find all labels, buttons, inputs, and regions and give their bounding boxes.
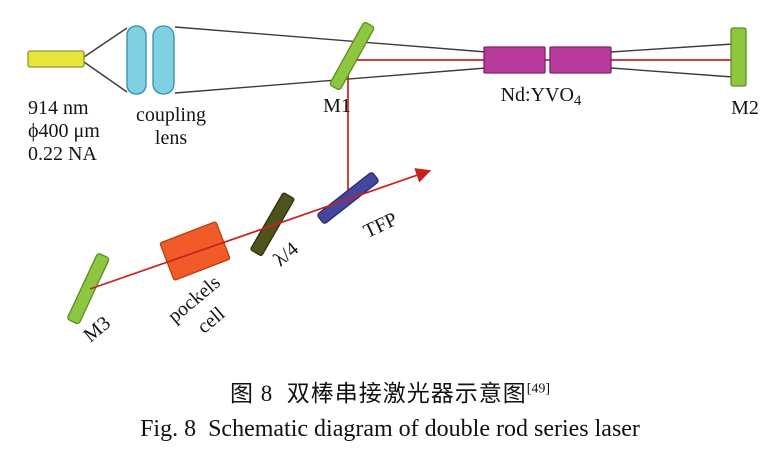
label-wavelength: 914 nm [28,97,89,119]
coupling-lens-1 [126,25,147,95]
label-coupling-lens-line2: lens [155,127,187,149]
label-m1: M1 [323,95,351,117]
output-cone-top-line [610,43,734,53]
tfp-plate [317,172,379,224]
label-tfp: TFP [360,208,401,243]
label-m2: M2 [731,97,759,119]
laser-rod-2 [549,46,612,74]
caption-chinese: 图 8 双棒串接激光器示意图[49] [0,374,780,408]
fiber-cone-bottom-line [83,61,128,93]
fiber-output [27,50,85,68]
quarter-wave-plate [250,192,295,256]
laser-rod-1 [483,46,546,74]
label-m3: M3 [79,312,114,347]
pump-cone-top-line [174,26,487,53]
caption-chinese-text: 图 8 双棒串接激光器示意图 [229,381,527,406]
label-crystal-subscript: 4 [574,93,582,109]
mirror-m1 [329,22,375,90]
caption-english: Fig. 8 Schematic diagram of double rod s… [140,416,640,442]
qswitch-beam-diagonal [89,168,432,290]
pockels-cell [159,221,231,281]
coupling-lens-2 [152,25,175,95]
caption-reference-number: [49] [526,381,551,397]
label-numerical-aperture: 0.22 NA [28,143,97,165]
laser-schematic-figure: 914 nm ϕ400 μm 0.22 NA coupling lens M1 … [27,22,759,347]
pump-cone-bottom-line [174,67,487,94]
label-coupling-lens-line1: coupling [136,104,206,126]
mirror-m2 [730,27,747,87]
fiber-cone-top-line [83,27,128,58]
output-cone-bottom-line [610,67,734,78]
mirror-m3 [67,253,110,325]
label-crystal-main: Nd:YVO [501,84,574,106]
label-quarter-wave: λ/4 [269,238,302,271]
label-core-diameter: ϕ400 μm [28,120,100,142]
label-crystal: Nd:YVO4 [501,84,582,109]
